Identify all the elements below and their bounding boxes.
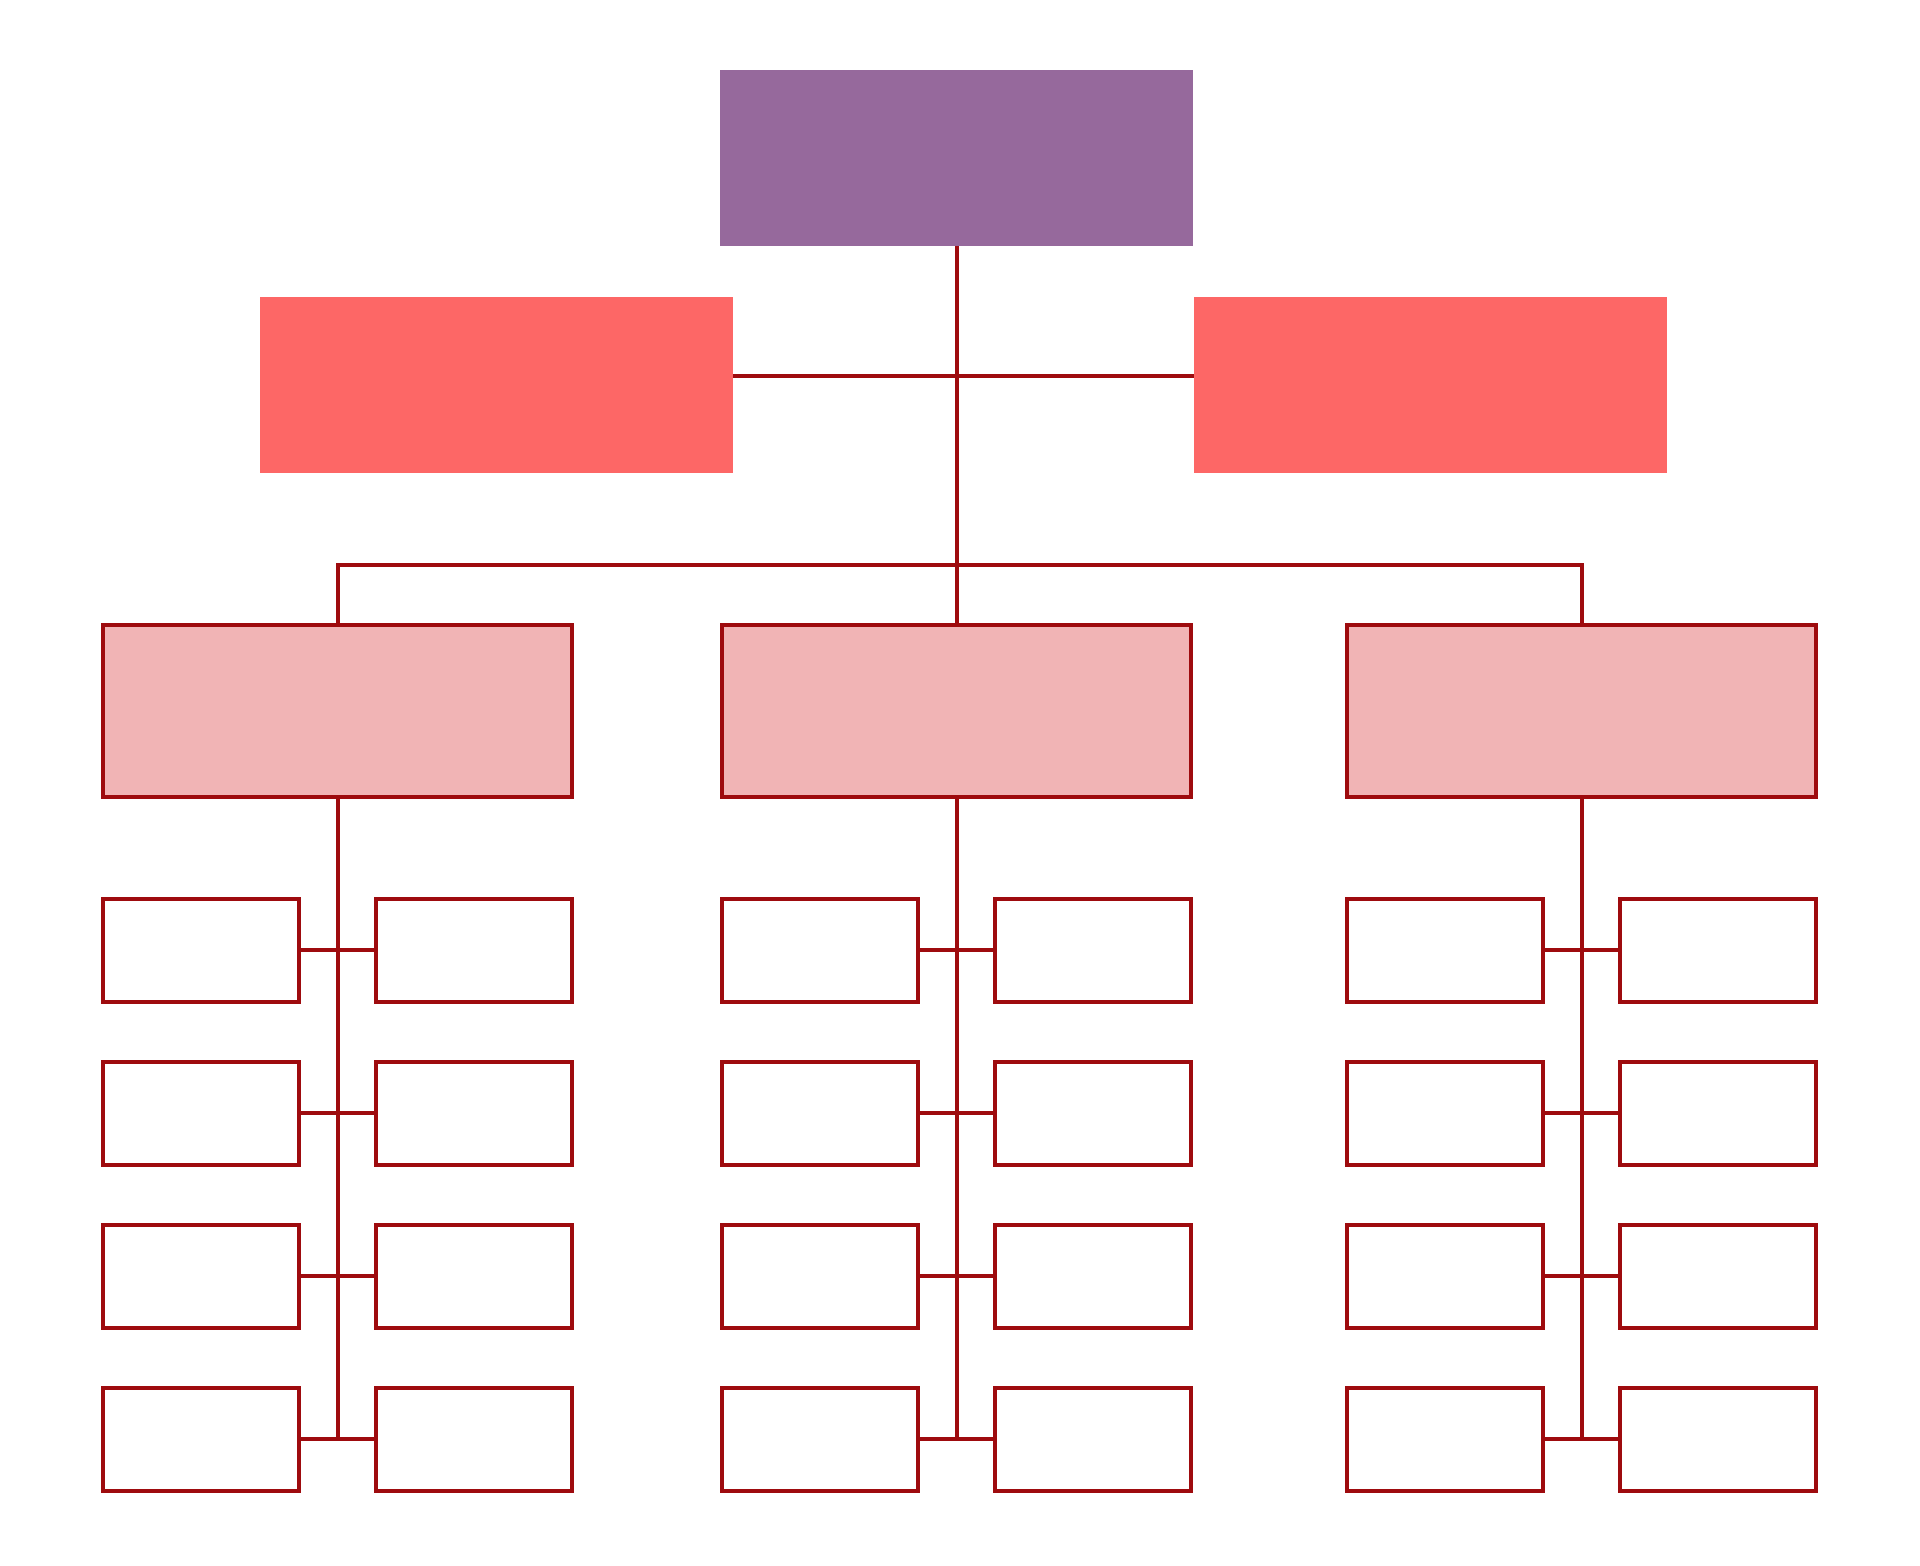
connector-root-stem — [955, 246, 959, 625]
connector-stub — [920, 1274, 993, 1278]
leaf-node — [101, 897, 301, 1004]
connector-assistants — [733, 374, 1194, 378]
connector-stub — [920, 1437, 993, 1441]
leaf-node — [101, 1060, 301, 1167]
connector-spine-left — [336, 799, 340, 1441]
leaf-node — [1618, 1223, 1818, 1330]
leaf-node — [101, 1386, 301, 1493]
connector-drop-right — [1580, 563, 1584, 625]
connector-branch-rail — [336, 563, 1584, 567]
leaf-node — [1618, 897, 1818, 1004]
leaf-node — [993, 1060, 1193, 1167]
leaf-node — [1345, 897, 1545, 1004]
connector-stub — [920, 948, 993, 952]
leaf-node — [101, 1223, 301, 1330]
leaf-node — [374, 1060, 574, 1167]
connector-stub — [1545, 1111, 1618, 1115]
leaf-node — [1345, 1060, 1545, 1167]
connector-spine-right — [1580, 799, 1584, 1441]
connector-stub — [920, 1111, 993, 1115]
connector-stub — [1545, 1274, 1618, 1278]
root-node — [720, 70, 1193, 246]
leaf-node — [1345, 1223, 1545, 1330]
branch-node-right — [1345, 623, 1818, 799]
connector-drop-left — [336, 563, 340, 625]
leaf-node — [374, 1386, 574, 1493]
connector-spine-middle — [955, 799, 959, 1441]
branch-node-left — [101, 623, 574, 799]
assistant-node-right — [1194, 297, 1667, 473]
assistant-node-left — [260, 297, 733, 473]
leaf-node — [720, 1386, 920, 1493]
leaf-node — [1345, 1386, 1545, 1493]
connector-stub — [301, 948, 374, 952]
connector-stub — [301, 1274, 374, 1278]
leaf-node — [720, 1223, 920, 1330]
branch-node-middle — [720, 623, 1193, 799]
connector-stub — [301, 1111, 374, 1115]
leaf-node — [1618, 1060, 1818, 1167]
leaf-node — [993, 1223, 1193, 1330]
leaf-node — [1618, 1386, 1818, 1493]
leaf-node — [374, 1223, 574, 1330]
connector-stub — [301, 1437, 374, 1441]
leaf-node — [993, 1386, 1193, 1493]
leaf-node — [993, 897, 1193, 1004]
leaf-node — [374, 897, 574, 1004]
connector-stub — [1545, 1437, 1618, 1441]
leaf-node — [720, 1060, 920, 1167]
connector-stub — [1545, 948, 1618, 952]
leaf-node — [720, 897, 920, 1004]
